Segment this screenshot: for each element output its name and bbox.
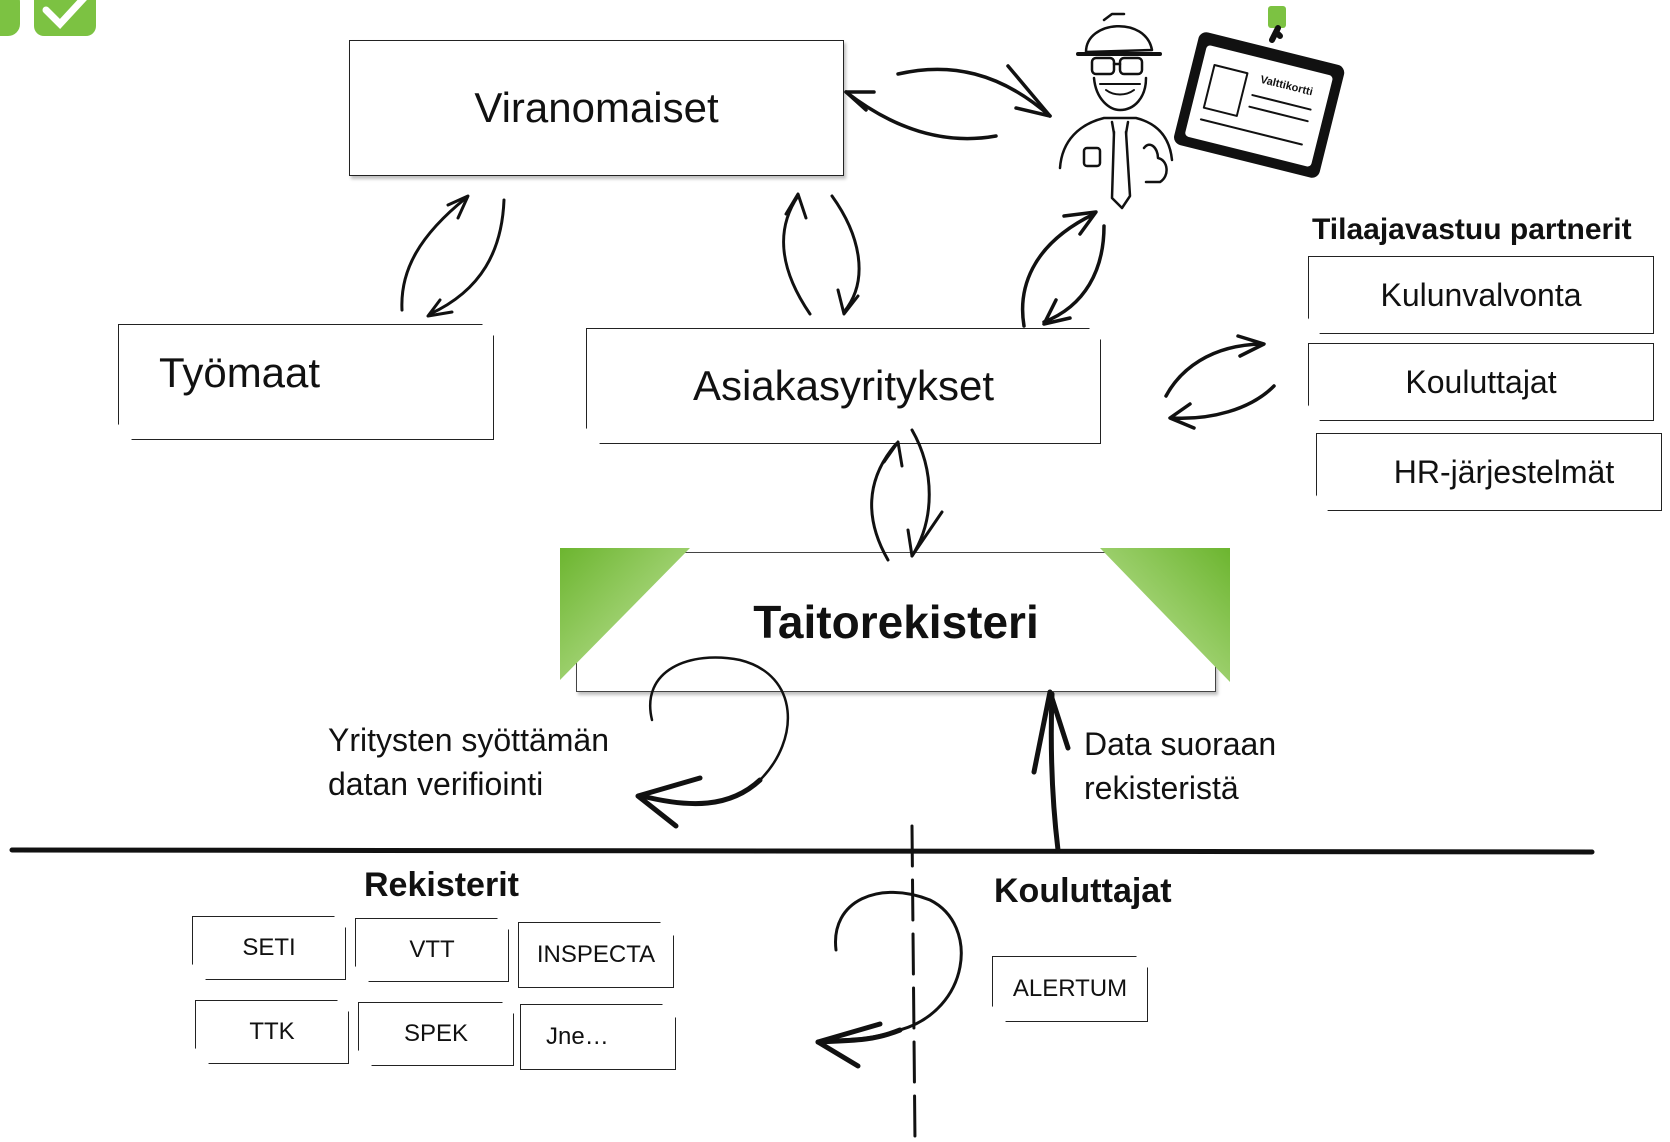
arrow-pair-clients-register bbox=[870, 428, 944, 562]
register-item-label: Jne… bbox=[546, 1023, 609, 1050]
register-item: VTT bbox=[355, 918, 509, 982]
arrow-pair-authorities-worksites bbox=[400, 194, 506, 318]
register-item-label: SETI bbox=[242, 934, 296, 961]
divider-line bbox=[9, 847, 1595, 855]
verification-text-line1: Yritysten syöttämän bbox=[328, 722, 609, 758]
verification-loop-arrow bbox=[635, 656, 790, 829]
partner-item-label: Kouluttajat bbox=[1405, 363, 1557, 400]
arrow-pair-clients-worker bbox=[1020, 210, 1106, 328]
register-item-label: SPEK bbox=[403, 1020, 469, 1047]
register-item-label: TTK bbox=[249, 1018, 295, 1045]
register-item: INSPECTA bbox=[518, 922, 674, 988]
partner-item-label: Kulunvalvonta bbox=[1380, 276, 1582, 313]
partner-item: Kulunvalvonta bbox=[1308, 256, 1654, 334]
arrow-pair-authorities-worker bbox=[844, 64, 1052, 141]
authorities-label: Viranomaiset bbox=[474, 84, 719, 131]
arrow-pair-authorities-clients bbox=[782, 192, 861, 316]
worksites-box: Työmaat bbox=[118, 324, 494, 440]
authorities-box: Viranomaiset bbox=[349, 40, 844, 176]
direct-data-text-line2: rekisteristä bbox=[1084, 770, 1239, 806]
worksites-label: Työmaat bbox=[159, 349, 321, 396]
trainer-item: ALERTUM bbox=[992, 956, 1148, 1022]
worker-illustration-icon bbox=[1058, 12, 1174, 210]
id-badge-icon: Valttikortti bbox=[1174, 6, 1345, 178]
ribbon-right bbox=[1100, 548, 1230, 682]
direct-data-arrow bbox=[1031, 689, 1071, 853]
partner-item: HR-järjestelmät bbox=[1316, 433, 1662, 511]
register-item: SPEK bbox=[358, 1002, 514, 1066]
register-item: Jne… bbox=[520, 1004, 676, 1070]
partners-title: Tilaajavastuu partnerit bbox=[1312, 213, 1632, 246]
skill-register-label: Taitorekisteri bbox=[753, 596, 1039, 648]
logo-icon bbox=[0, 0, 96, 36]
trainer-item-label: ALERTUM bbox=[1012, 975, 1128, 1002]
client-companies-label: Asiakasyritykset bbox=[692, 362, 995, 409]
partner-item-label: HR-järjestelmät bbox=[1393, 453, 1615, 490]
trainers-title: Kouluttajat bbox=[994, 872, 1172, 910]
verification-text-line2: datan verifiointi bbox=[328, 766, 544, 802]
direct-data-text-line1: Data suoraan bbox=[1084, 726, 1277, 762]
arrow-pair-clients-partners bbox=[1164, 334, 1276, 430]
skill-register-box: Taitorekisteri bbox=[576, 552, 1216, 692]
dashed-separator bbox=[910, 824, 917, 1142]
trainers-loop-arrow bbox=[815, 890, 963, 1069]
register-item-label: VTT bbox=[409, 936, 455, 963]
client-companies-box: Asiakasyritykset bbox=[586, 328, 1101, 444]
partner-item: Kouluttajat bbox=[1308, 343, 1654, 421]
register-item-label: INSPECTA bbox=[536, 941, 656, 968]
register-item: SETI bbox=[192, 916, 346, 980]
registers-title: Rekisterit bbox=[364, 866, 519, 904]
ribbon-left bbox=[560, 548, 690, 680]
register-item: TTK bbox=[195, 1000, 349, 1064]
